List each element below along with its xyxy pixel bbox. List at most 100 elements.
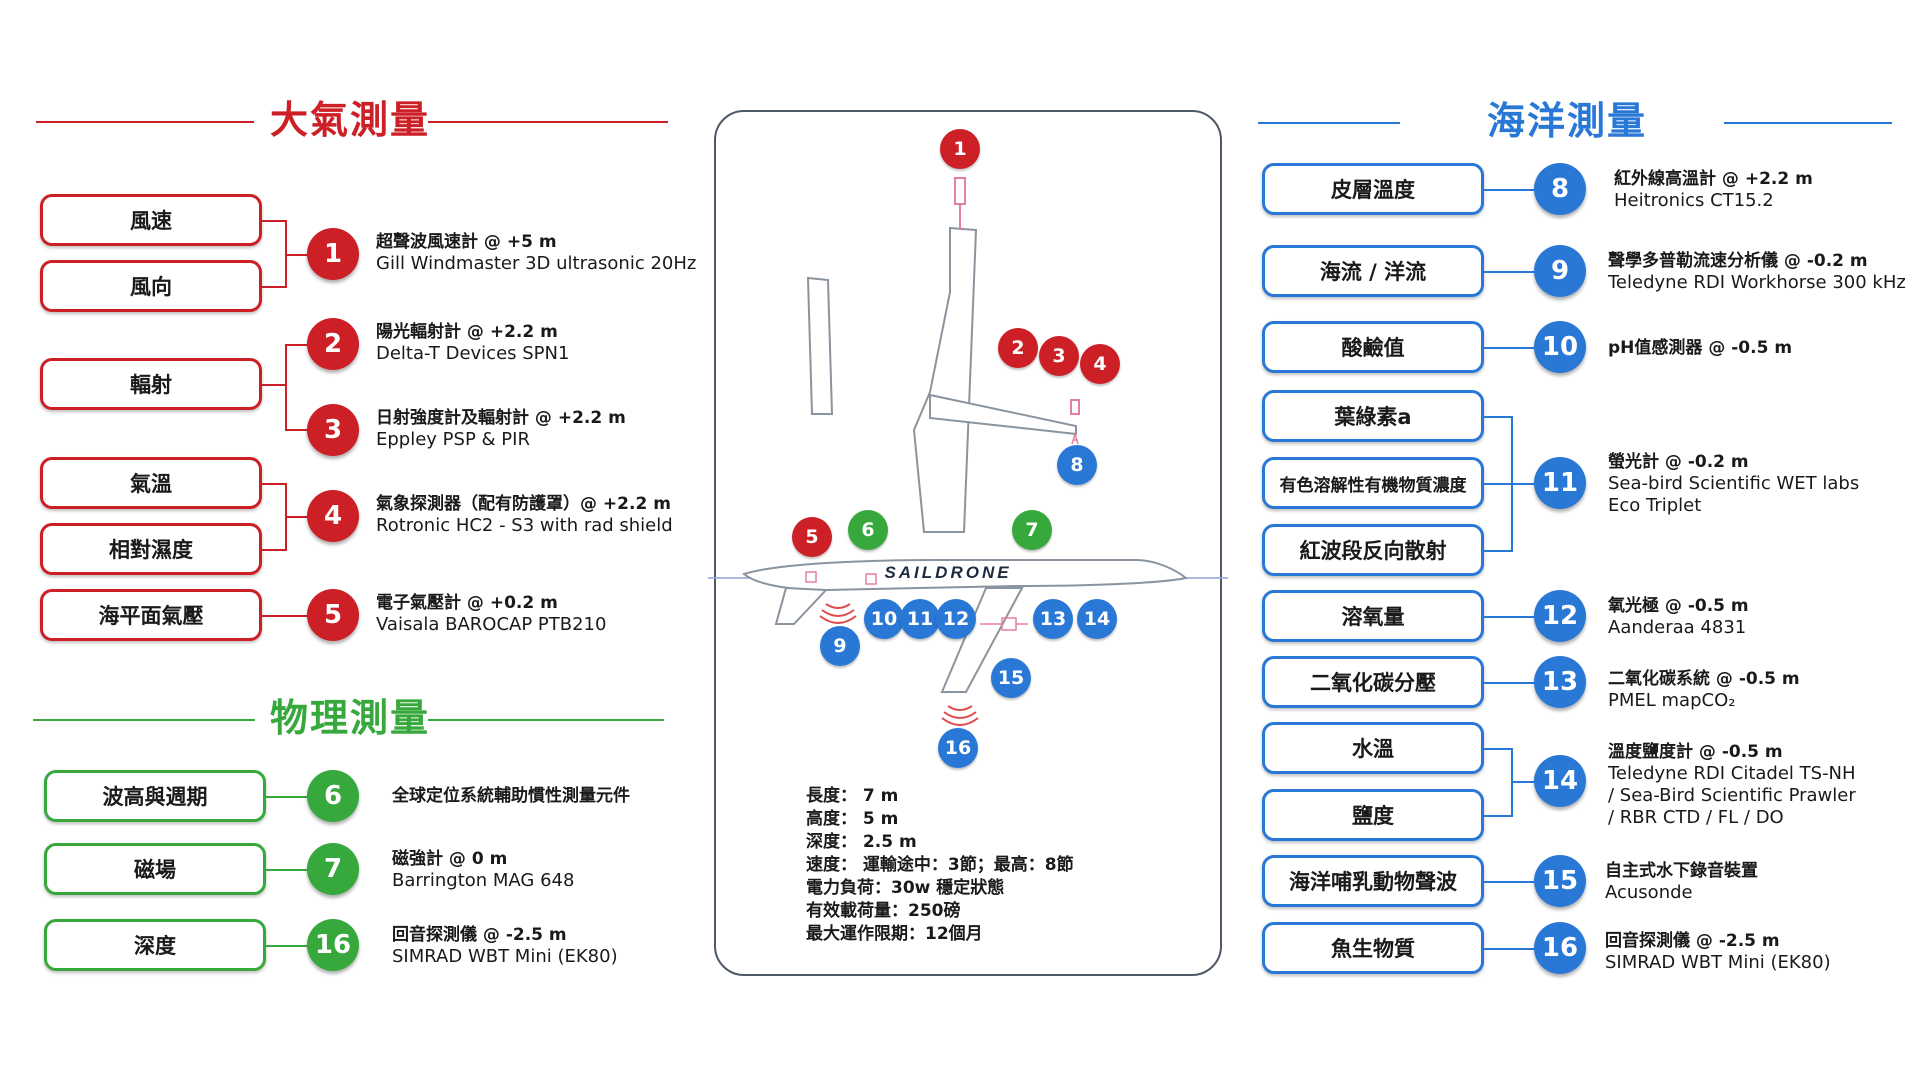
sensor-number-8: 8: [1534, 163, 1586, 215]
sensor-desc-14: 溫度鹽度計 @ -0.5 m Teledyne RDI Citadel TS-N…: [1608, 741, 1856, 829]
diagram-marker-7: 7: [1012, 510, 1052, 550]
connector: [1484, 815, 1512, 817]
connector: [1511, 416, 1513, 552]
sensor-desc-line: Teledyne RDI Workhorse 300 kHz: [1608, 272, 1906, 293]
sensor-number-10: 10: [1534, 321, 1586, 373]
sensor-desc-12: 氧光極 @ -0.5 m Aanderaa 4831: [1608, 595, 1749, 639]
param-wind-direction: 風向: [40, 260, 262, 312]
boom-sensor: [1070, 399, 1080, 415]
connector: [262, 549, 286, 551]
sensor-desc-line: 自主式水下錄音裝置: [1605, 861, 1758, 881]
connector: [262, 615, 312, 617]
connector: [285, 429, 311, 431]
adcp-signal-icon: [819, 603, 857, 624]
sensor-desc-line: 超聲波風速計 @ +5 m: [376, 232, 557, 252]
sensor-number-1: 1: [307, 228, 359, 280]
param-dissolved-oxygen: 溶氧量: [1262, 590, 1484, 642]
physical-heading-line-left: [33, 719, 255, 721]
param-wave-height-period: 波高與週期: [44, 770, 266, 822]
sensor-desc-line: Heitronics CT15.2: [1614, 190, 1774, 211]
sensor-desc-5: 電子氣壓計 @ +0.2 m Vaisala BAROCAP PTB210: [376, 592, 606, 636]
sensor-desc-line: Aanderaa 4831: [1608, 617, 1747, 638]
diagram-marker-11: 11: [900, 599, 940, 639]
sensor-desc-line: SIMRAD WBT Mini (EK80): [392, 946, 618, 967]
connector: [266, 796, 312, 798]
sensor-number-7: 7: [307, 843, 359, 895]
spec-height: 高度： 5 m: [806, 809, 899, 829]
param-salinity: 鹽度: [1262, 789, 1484, 841]
param-wind-speed: 風速: [40, 194, 262, 246]
param-magnetic-field: 磁場: [44, 843, 266, 895]
atmospheric-heading: 大氣測量: [270, 98, 431, 142]
strut: [940, 587, 1024, 693]
param-chlorophyll: 葉綠素a: [1262, 390, 1484, 442]
sensor-desc-line: Eppley PSP & PIR: [376, 429, 530, 450]
tail-boom: [929, 393, 1077, 436]
sensor-desc-line: Acusonde: [1605, 882, 1693, 903]
sensor-desc-11: 螢光計 @ -0.2 m Sea-bird Scientific WET lab…: [1608, 451, 1859, 517]
param-air-temperature: 氣溫: [40, 457, 262, 509]
diagram-marker-8: 8: [1057, 445, 1097, 485]
sensor-desc-1: 超聲波風速計 @ +5 m Gill Windmaster 3D ultraso…: [376, 231, 696, 275]
connector: [285, 344, 311, 346]
sensor-number-9: 9: [1534, 245, 1586, 297]
diagram-marker-16: 16: [938, 728, 978, 768]
sensor-number-2: 2: [307, 318, 359, 370]
saildrone-specs: 長度： 7 m 高度： 5 m 深度： 2.5 m 速度： 運輸途中：3節；最高…: [806, 785, 1074, 946]
ocean-heading: 海洋測量: [1487, 99, 1648, 143]
diagram-marker-5: 5: [792, 517, 832, 557]
connector: [1484, 881, 1534, 883]
ir-sensor-mount: [1071, 431, 1079, 445]
saildrone-brand: SAILDRONE: [884, 563, 1011, 582]
sensor-desc-line: 二氧化碳系統 @ -0.5 m: [1608, 669, 1800, 689]
connector: [1484, 189, 1534, 191]
diagram-marker-12: 12: [936, 599, 976, 639]
sensor-desc-3: 日射強度計及輻射計 @ +2.2 m Eppley PSP & PIR: [376, 407, 626, 451]
param-cdom: 有色溶解性有機物質濃度: [1262, 457, 1484, 509]
sensor-desc-line: PMEL mapCO₂: [1608, 690, 1736, 711]
connector: [1484, 483, 1534, 485]
connector: [1484, 948, 1534, 950]
connector: [1484, 347, 1534, 349]
physical-heading: 物理測量: [270, 696, 431, 740]
sensor-desc-line: Delta-T Devices SPN1: [376, 343, 570, 364]
sensor-number-5: 5: [307, 589, 359, 641]
diagram-marker-14: 14: [1077, 599, 1117, 639]
diagram-marker-6: 6: [848, 510, 888, 550]
sensor-desc-line: Sea-bird Scientific WET labs: [1608, 473, 1860, 494]
sensor-number-11: 11: [1534, 457, 1586, 509]
canard: [806, 276, 834, 415]
sensor-desc-15: 自主式水下錄音裝置 Acusonde: [1605, 860, 1758, 904]
sensor-number-16: 16: [1534, 922, 1586, 974]
saildrone-diagram: SAILDRONE: [708, 177, 1228, 726]
connector: [1511, 781, 1534, 783]
sensor-desc-16-physical: 回音探測儀 @ -2.5 m SIMRAD WBT Mini (EK80): [392, 924, 618, 968]
sensor-number-12: 12: [1534, 590, 1586, 642]
diagram-marker-10: 10: [864, 599, 904, 639]
wing-sail: [912, 226, 978, 533]
connector: [266, 869, 312, 871]
sensor-desc-line: 氣象探測器（配有防護罩）@ +2.2 m: [376, 494, 671, 514]
param-depth: 深度: [44, 919, 266, 971]
ocean-heading-line-left: [1258, 122, 1400, 124]
param-water-temperature: 水溫: [1262, 722, 1484, 774]
connector: [1484, 616, 1534, 618]
sensor-desc-line: Barrington MAG 648: [392, 870, 575, 891]
sensor-desc-line: 紅外線高溫計 @ +2.2 m: [1614, 169, 1813, 189]
sensor-desc-line: SIMRAD WBT Mini (EK80): [1605, 952, 1831, 973]
keel: [774, 586, 829, 625]
sensor-number-15: 15: [1534, 855, 1586, 907]
connector: [1484, 271, 1534, 273]
param-skin-temperature: 皮層溫度: [1262, 163, 1484, 215]
diagram-marker-1: 1: [940, 129, 980, 169]
sensor-desc-line: / RBR CTD / FL / DO: [1608, 807, 1784, 828]
sensor-desc-line: Rotronic HC2 - S3 with rad shield: [376, 515, 673, 536]
sensor-number-6: 6: [307, 770, 359, 822]
instrument-pod: [980, 617, 1028, 631]
param-ph: 酸鹼值: [1262, 321, 1484, 373]
sensor-desc-4: 氣象探測器（配有防護罩）@ +2.2 m Rotronic HC2 - S3 w…: [376, 493, 673, 537]
spec-power: 電力負荷：30w 穩定狀態: [806, 878, 1005, 898]
sensor-desc-line: 溫度鹽度計 @ -0.5 m: [1608, 742, 1783, 762]
sensor-desc-line: 螢光計 @ -0.2 m: [1608, 452, 1749, 472]
connector: [262, 286, 286, 288]
